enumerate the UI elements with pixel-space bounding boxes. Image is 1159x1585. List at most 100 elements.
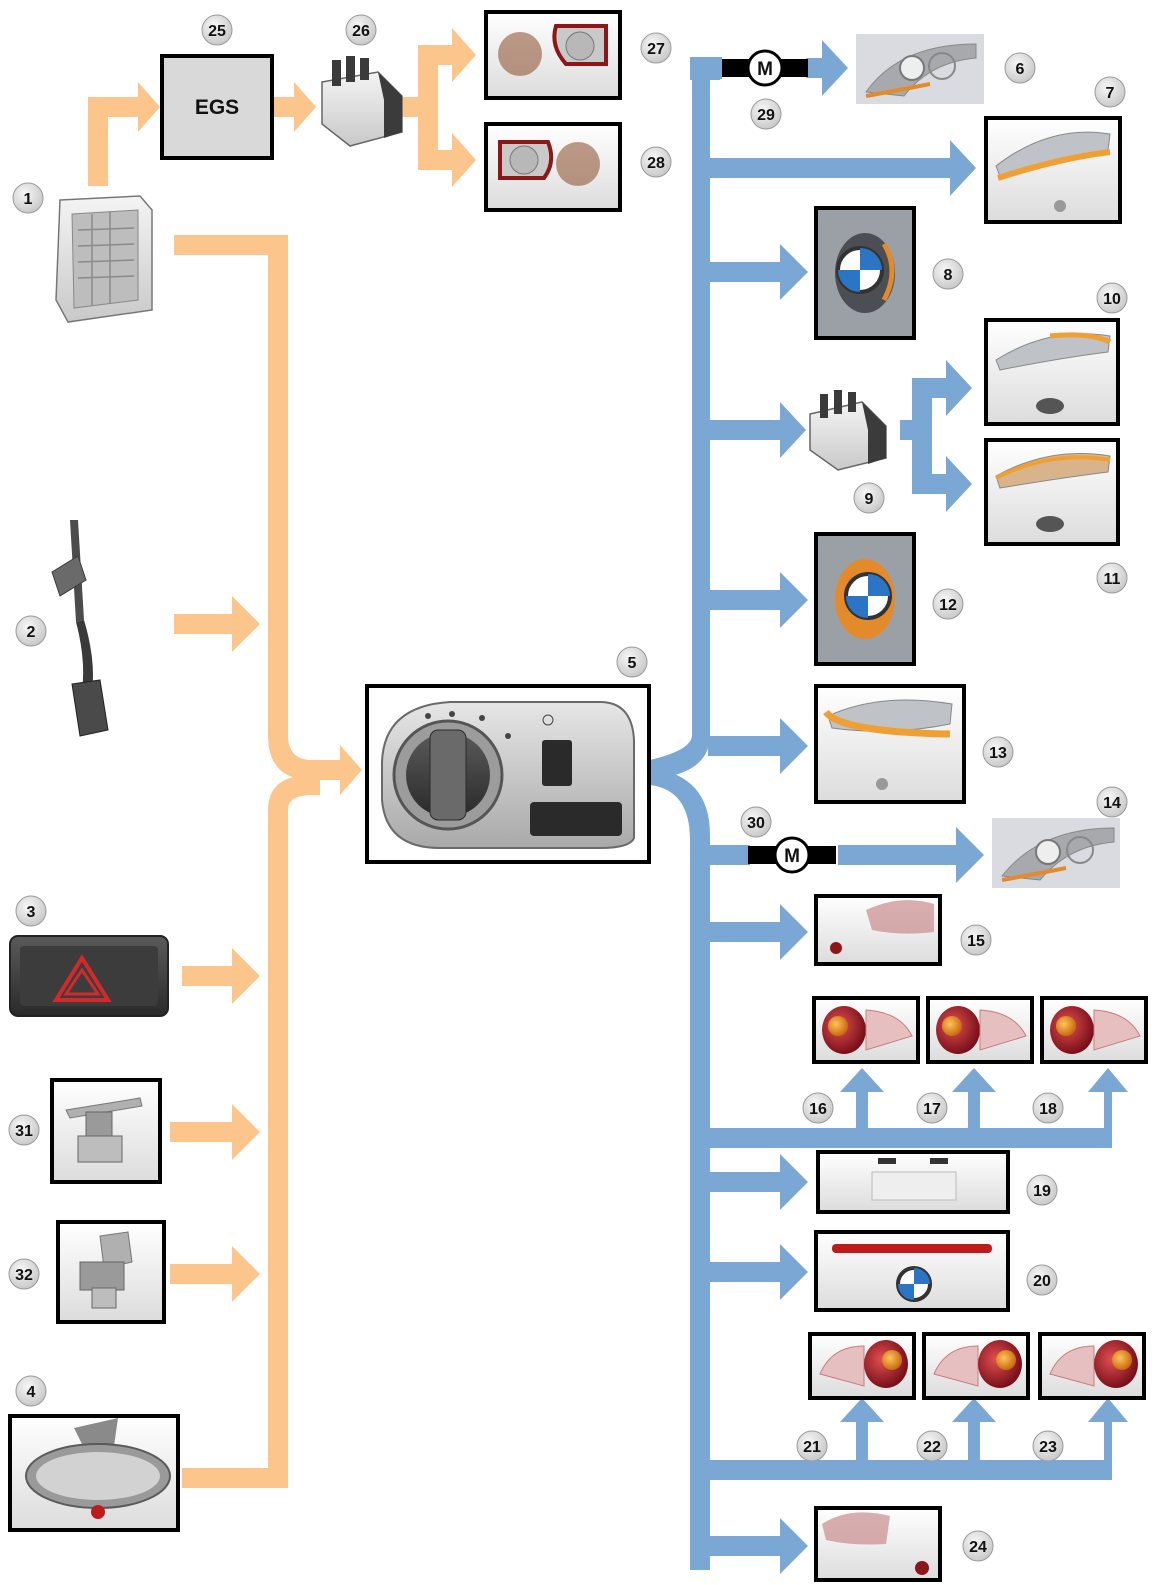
arrow-to-19 <box>708 1154 808 1210</box>
badge-label: 1 <box>24 191 33 208</box>
side-repeater-12 <box>816 534 914 664</box>
badge-label: 32 <box>15 1267 33 1284</box>
junction-box-icon <box>56 196 152 322</box>
badge-17: 17 <box>917 1093 947 1123</box>
badge-label: 3 <box>27 904 36 921</box>
tail-light-18 <box>1042 998 1146 1062</box>
badge-28: 28 <box>641 147 671 177</box>
arrow-to-tail-lights-21-23 <box>708 1398 1128 1480</box>
badge-12: 12 <box>933 589 963 619</box>
badge-9: 9 <box>854 483 884 513</box>
arrow-trunk-top <box>174 235 362 795</box>
arrow-relay-to-reversing-lights <box>402 28 476 187</box>
badge-label: 30 <box>747 815 765 832</box>
badge-29: 29 <box>751 99 781 129</box>
headlight-11 <box>986 440 1118 544</box>
rear-light-24 <box>816 1508 940 1580</box>
badge-label: 25 <box>208 23 226 40</box>
badge-label: 22 <box>923 1439 941 1456</box>
arrow-to-24 <box>708 1518 808 1574</box>
tail-light-17 <box>928 998 1032 1062</box>
badge-label: 12 <box>939 597 957 614</box>
arrow-clutch-pedal <box>174 596 260 652</box>
egs-control-unit: EGS <box>162 56 272 158</box>
badge-15: 15 <box>961 925 991 955</box>
motor-icon: M <box>722 51 808 85</box>
badge-6: 6 <box>1005 53 1035 83</box>
badge-label: 21 <box>803 1439 821 1456</box>
arrow-relay-9-fork <box>900 360 972 512</box>
badge-2: 2 <box>16 616 46 646</box>
license-plate-light-19 <box>818 1152 1008 1212</box>
badge-20: 20 <box>1027 1265 1057 1295</box>
arrow-to-12 <box>708 572 808 628</box>
badge-26: 26 <box>346 15 376 45</box>
badge-1: 1 <box>13 183 43 213</box>
badge-27: 27 <box>641 33 671 63</box>
badge-23: 23 <box>1033 1431 1063 1461</box>
badge-label: 24 <box>969 1539 987 1556</box>
tail-light-16 <box>814 998 918 1062</box>
arrow-bus-to-motor-30 <box>708 845 750 865</box>
headlight-14 <box>992 818 1120 888</box>
badge-11: 11 <box>1097 563 1127 593</box>
badge-label: 28 <box>647 155 665 172</box>
third-brake-light-20 <box>816 1232 1008 1310</box>
rear-view-mirror-icon <box>10 1416 178 1530</box>
reversing-light-28 <box>486 124 620 210</box>
arrow-to-13 <box>708 718 808 774</box>
badge-24: 24 <box>963 1531 993 1561</box>
arrow-junction-box-to-egs <box>88 82 160 186</box>
motor-29-label: M <box>757 59 773 80</box>
badge-10: 10 <box>1097 283 1127 313</box>
badge-label: 4 <box>27 1384 36 1401</box>
badge-4: 4 <box>16 1376 46 1406</box>
badge-label: 31 <box>15 1123 33 1140</box>
clutch-pedal-icon <box>52 520 108 736</box>
hazard-switch-icon <box>10 936 168 1016</box>
level-sensor-32 <box>58 1222 164 1322</box>
arrow-to-8 <box>708 244 808 300</box>
badge-label: 19 <box>1033 1183 1051 1200</box>
badge-label: 20 <box>1033 1273 1051 1290</box>
badge-5: 5 <box>617 647 647 677</box>
tail-light-21 <box>810 1334 914 1398</box>
headlight-turn-signal-7 <box>986 118 1120 222</box>
headlight-6 <box>856 34 984 104</box>
arrow-motor-29-to-headlight-6 <box>806 40 848 96</box>
motor-30-label: M <box>784 846 800 867</box>
badge-32: 32 <box>9 1259 39 1289</box>
badge-label: 7 <box>1106 85 1115 102</box>
output-bus-lower <box>650 768 710 1570</box>
badge-31: 31 <box>9 1115 39 1145</box>
tail-light-23 <box>1040 1334 1144 1398</box>
rear-light-15 <box>816 896 940 964</box>
badge-16: 16 <box>803 1093 833 1123</box>
arrow-egs-to-relay <box>272 82 316 132</box>
badge-label: 11 <box>1104 571 1121 588</box>
headlight-turn-signal-13 <box>816 686 964 802</box>
arrow-motor-30-to-14 <box>838 827 984 883</box>
badge-25: 25 <box>202 15 232 45</box>
badge-19: 19 <box>1027 1175 1057 1205</box>
relay-icon <box>810 390 886 470</box>
egs-label: EGS <box>195 96 239 119</box>
badge-label: 29 <box>757 107 775 124</box>
arrow-to-20 <box>708 1244 808 1300</box>
badge-label: 27 <box>647 41 665 58</box>
badge-label: 26 <box>352 23 370 40</box>
badge-label: 15 <box>967 933 985 950</box>
badge-label: 10 <box>1103 291 1121 308</box>
badge-label: 5 <box>628 655 637 672</box>
badge-label: 23 <box>1039 1439 1057 1456</box>
arrow-level-sensor-31 <box>170 1104 260 1160</box>
badge-label: 16 <box>809 1101 827 1118</box>
badge-13: 13 <box>983 737 1013 767</box>
badge-21: 21 <box>797 1431 827 1461</box>
tail-light-22 <box>924 1334 1028 1398</box>
badge-30: 30 <box>741 807 771 837</box>
badge-18: 18 <box>1033 1093 1063 1123</box>
relay-icon <box>322 56 402 146</box>
badge-label: 8 <box>944 267 953 284</box>
